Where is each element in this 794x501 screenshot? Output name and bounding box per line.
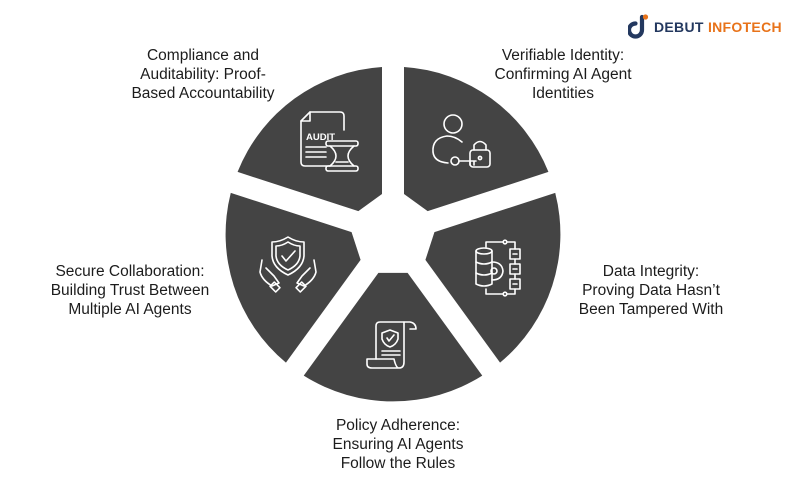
wheel-segment-integrity [425, 192, 561, 363]
label-line: Verifiable Identity: [501, 47, 625, 64]
brand-name-part2: INFOTECH [707, 19, 782, 35]
wheel-segment-identity [404, 67, 549, 212]
policy-scroll-shield-icon [366, 321, 417, 369]
label-line: Data Integrity: [602, 263, 700, 280]
segment-label-identity: Verifiable Identity: Confirming AI Agent… [468, 46, 658, 103]
svg-text:AUDIT: AUDIT [306, 132, 335, 143]
user-key-lock-icon [432, 114, 491, 168]
label-line: Building Trust Between [50, 282, 210, 299]
segment-label-collab: Secure Collaboration: Building Trust Bet… [30, 262, 230, 319]
label-line: Confirming AI Agent [494, 66, 632, 83]
debut-logo-icon [628, 14, 649, 39]
hands-shield-check-icon [259, 236, 317, 293]
segment-label-compliance: Compliance and Auditability: Proof- Base… [103, 46, 303, 103]
label-line: Auditability: Proof- [140, 66, 266, 83]
label-line: Been Tampered With [578, 301, 724, 318]
database-gear-flow-icon [475, 239, 521, 297]
label-line: Compliance and [146, 47, 259, 64]
label-line: Follow the Rules [340, 455, 456, 472]
label-line: Ensuring AI Agents [332, 436, 464, 453]
brand-name-part1: DEBUT [654, 19, 704, 35]
brand-name: DEBUT INFOTECH [654, 19, 782, 35]
label-line: Multiple AI Agents [68, 301, 192, 318]
label-line: Identities [531, 85, 595, 102]
label-line: Secure Collaboration: [55, 263, 205, 280]
label-line: Based Accountability [131, 85, 275, 102]
segment-label-policy: Policy Adherence: Ensuring AI Agents Fol… [298, 416, 498, 473]
brand-logo: DEBUT INFOTECH [628, 12, 782, 42]
wheel-segment-collab [225, 192, 361, 363]
wheel-segment-compliance [237, 67, 382, 212]
audit-document-hourglass-icon: AUDIT [300, 111, 359, 172]
wheel-hub [355, 195, 431, 268]
segment-label-integrity: Data Integrity: Proving Data Hasn’t Been… [560, 262, 742, 319]
label-line: Policy Adherence: [335, 417, 461, 434]
label-line: Proving Data Hasn’t [582, 282, 720, 299]
